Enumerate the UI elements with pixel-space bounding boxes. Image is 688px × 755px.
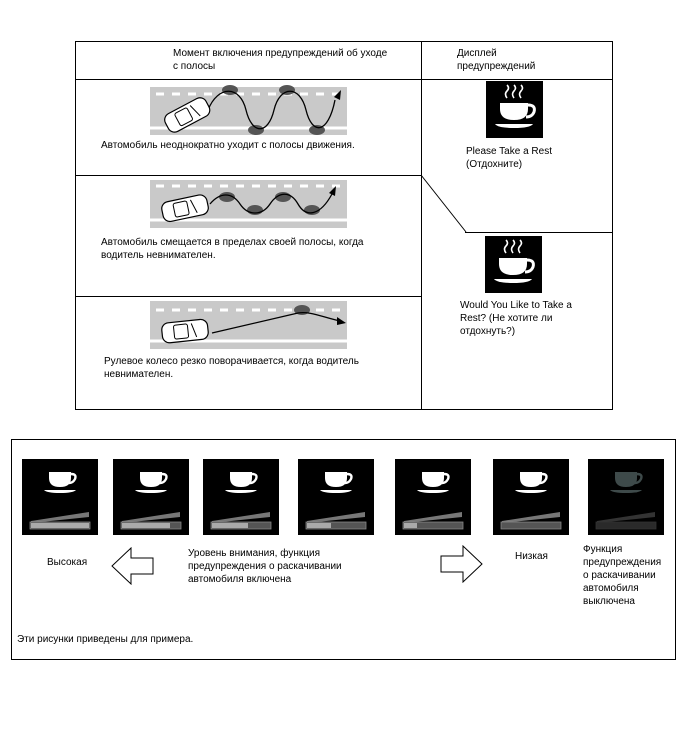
- row1-caption: Автомобиль неоднократно уходит с полосы …: [101, 140, 355, 151]
- table-row-divider-2: [75, 296, 421, 297]
- coffee-cup-icon: [305, 472, 367, 530]
- coffee-cup-icon: [210, 472, 272, 530]
- attention-level-panel: [113, 459, 189, 535]
- road-row3-drawing: [150, 305, 347, 344]
- display-divider: [465, 232, 613, 233]
- warning-table: [75, 41, 613, 410]
- attention-level-panel: [298, 459, 374, 535]
- coffee-cup-icon: [29, 472, 91, 530]
- arrow-left-icon: [111, 547, 154, 585]
- attention-level-panel: [395, 459, 471, 535]
- low-label: Низкая: [515, 551, 548, 562]
- arrow-right-icon: [440, 545, 483, 583]
- coffee-cup-icon: [494, 239, 535, 283]
- road-row1-drawing: [150, 85, 347, 135]
- example-note: Эти рисунки приведены для примера.: [17, 634, 194, 645]
- coffee-cup-icon: [120, 472, 182, 530]
- display-divider-slant: [420, 174, 467, 233]
- rest-display-tile-1: [486, 81, 543, 138]
- high-label: Высокая: [47, 557, 88, 568]
- attention-levels-box: [11, 439, 676, 660]
- table-row-divider-1: [75, 175, 421, 176]
- coffee-cup-icon: [500, 472, 562, 530]
- attention-level-panel: [203, 459, 279, 535]
- row3-caption: Рулевое колесо резко поворачивается, ког…: [104, 356, 359, 380]
- col1-header: Момент включения предупреждений об уходе…: [173, 48, 388, 72]
- road-row2-drawing: [150, 184, 347, 223]
- display-1-text: Please Take a Rest (Отдохните): [466, 146, 552, 170]
- off-label: Функция предупреждения о раскачивании ав…: [583, 544, 662, 607]
- display-2-text: Would You Like to Take a Rest? (Не хотит…: [460, 300, 572, 337]
- coffee-cup-icon: [402, 472, 464, 530]
- rest-display-tile-2: [485, 236, 542, 293]
- attention-level-panel: [493, 459, 569, 535]
- coffee-cup-icon: [595, 472, 657, 530]
- coffee-cup-icon: [495, 84, 536, 128]
- col2-header: Дисплей предупреждений: [457, 48, 536, 72]
- row2-caption: Автомобиль смещается в пределах своей по…: [101, 237, 364, 261]
- attention-level-panel: [22, 459, 98, 535]
- attention-level-panel: [588, 459, 664, 535]
- table-header-divider: [75, 79, 613, 80]
- table-column-divider: [421, 41, 422, 410]
- middle-label: Уровень внимания, функция предупреждения…: [188, 548, 342, 585]
